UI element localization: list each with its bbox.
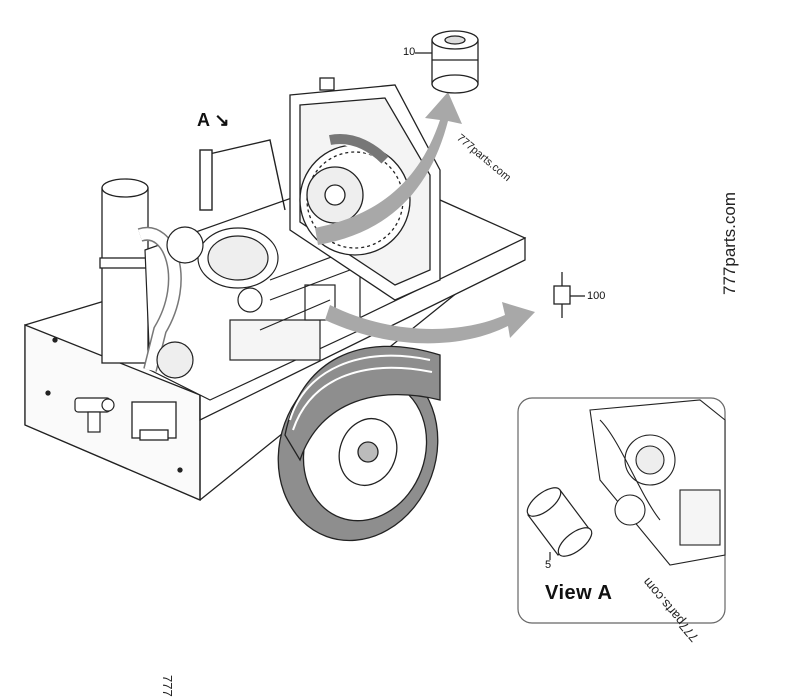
watermark-bottom: 777 xyxy=(160,675,175,697)
parts-diagram xyxy=(24,30,726,624)
callout-5: 5 xyxy=(545,559,552,571)
air-cleaner-canister xyxy=(99,178,151,364)
trailer-wheel xyxy=(277,345,441,542)
watermark-right: 777parts.com xyxy=(720,192,739,295)
hose-fittings xyxy=(74,397,115,433)
oil-filter-5 xyxy=(526,487,593,560)
view-a-indicator: A ↘ xyxy=(197,110,229,131)
view-a-arrow-icon: ↘ xyxy=(214,110,230,130)
lifting-frame xyxy=(199,139,286,211)
fuel-filter-100 xyxy=(553,272,585,318)
callout-100: 100 xyxy=(587,290,606,302)
oil-filter-10 xyxy=(415,30,479,94)
engine-assembly xyxy=(137,194,361,401)
view-a-title: View A xyxy=(545,582,613,604)
view-a-panel xyxy=(517,397,726,624)
view-a-letter: A xyxy=(197,110,210,130)
callout-10: 10 xyxy=(403,46,416,58)
